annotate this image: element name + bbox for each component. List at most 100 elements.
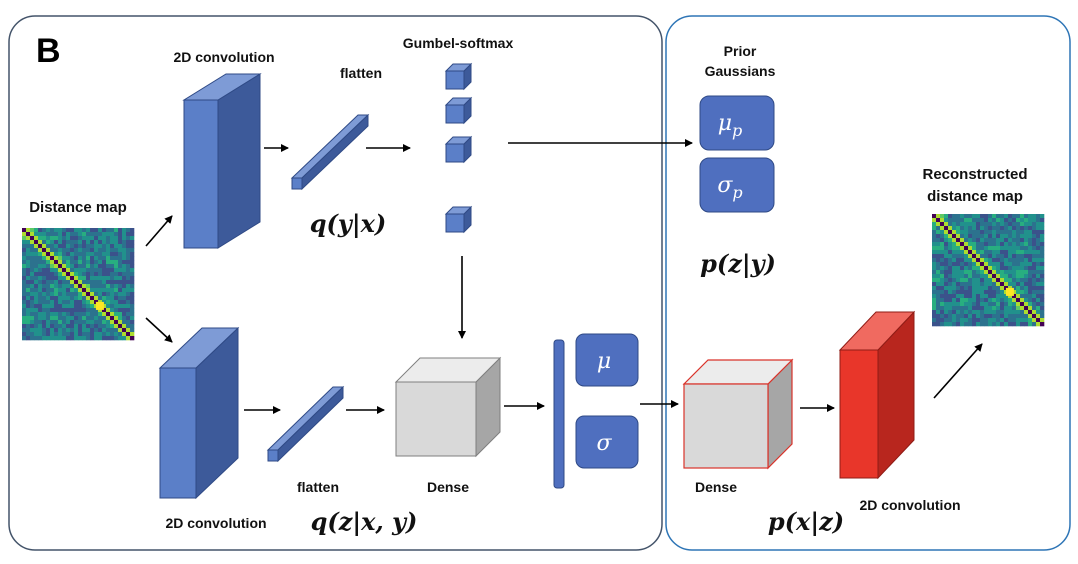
heatmap-cell	[1000, 274, 1005, 279]
heatmap-cell	[940, 322, 945, 327]
heatmap-cell	[106, 300, 111, 305]
heatmap-cell	[996, 266, 1001, 271]
heatmap-cell	[944, 318, 949, 323]
heatmap-cell	[952, 318, 957, 323]
heatmap-cell	[932, 274, 937, 279]
heatmap-cell	[1024, 250, 1029, 255]
heatmap-cell	[936, 218, 941, 223]
heatmap-cell	[46, 332, 51, 337]
heatmap-cell	[1020, 242, 1025, 247]
heatmap-cell	[940, 302, 945, 307]
heatmap-cell	[130, 260, 135, 265]
heatmap-cell	[1008, 322, 1013, 327]
heatmap-cell	[936, 214, 941, 219]
heatmap-cell	[38, 276, 43, 281]
heatmap-cell	[62, 336, 67, 341]
heatmap-cell	[70, 276, 75, 281]
heatmap-cell	[130, 288, 135, 293]
heatmap-cell	[1012, 254, 1017, 259]
heatmap-cell	[988, 274, 993, 279]
heatmap-cell	[118, 328, 123, 333]
heatmap-cell	[1016, 214, 1021, 219]
heatmap-cell	[98, 244, 103, 249]
heatmap-cell	[82, 264, 87, 269]
heatmap-cell	[74, 296, 79, 301]
heatmap-cell	[948, 258, 953, 263]
heatmap-cell	[980, 242, 985, 247]
heatmap-cell	[90, 272, 95, 277]
heatmap-cell	[1020, 290, 1025, 295]
heatmap-cell	[936, 222, 941, 227]
heatmap-cell	[952, 290, 957, 295]
heatmap-cell	[940, 254, 945, 259]
heatmap-cell	[960, 238, 965, 243]
heatmap-cell	[78, 304, 83, 309]
heatmap-cell	[126, 300, 131, 305]
heatmap-cell	[1012, 278, 1017, 283]
heatmap-cell	[1004, 310, 1009, 315]
heatmap-cell	[968, 278, 973, 283]
heatmap-cell	[1020, 222, 1025, 227]
heatmap-cell	[58, 232, 63, 237]
heatmap-cell	[988, 258, 993, 263]
heatmap-cell	[102, 304, 107, 309]
heatmap-cell	[90, 288, 95, 293]
heatmap-cell	[1000, 234, 1005, 239]
heatmap-cell	[1020, 254, 1025, 259]
heatmap-cell	[948, 294, 953, 299]
heatmap-cell	[26, 328, 31, 333]
heatmap-cell	[936, 322, 941, 327]
heatmap-cell	[22, 268, 27, 273]
heatmap-cell	[936, 238, 941, 243]
heatmap-cell	[94, 284, 99, 289]
heatmap-cell	[74, 252, 79, 257]
heatmap-cell	[948, 230, 953, 235]
heatmap-cell	[940, 258, 945, 263]
heatmap-cell	[98, 232, 103, 237]
heatmap-cell	[1016, 274, 1021, 279]
heatmap-cell	[54, 240, 59, 245]
heatmap-cell	[996, 306, 1001, 311]
heatmap-cell	[956, 306, 961, 311]
heatmap-cell	[1008, 258, 1013, 263]
heatmap-cell	[1008, 294, 1013, 299]
heatmap-cell	[58, 336, 63, 341]
heatmap-cell	[1016, 314, 1021, 319]
heatmap-cell	[964, 298, 969, 303]
heatmap-cell	[62, 244, 67, 249]
heatmap-cell	[1004, 270, 1009, 275]
heatmap-cell	[126, 320, 131, 325]
heatmap-cell	[30, 332, 35, 337]
heatmap-cell	[82, 300, 87, 305]
heatmap-cell	[70, 336, 75, 341]
heatmap-cell	[1012, 214, 1017, 219]
heatmap-cell	[944, 234, 949, 239]
heatmap-cell	[126, 296, 131, 301]
heatmap-cell	[1008, 246, 1013, 251]
heatmap-cell	[34, 240, 39, 245]
heatmap-cell	[1020, 314, 1025, 319]
heatmap-cell	[936, 274, 941, 279]
heatmap-cell	[976, 286, 981, 291]
heatmap-cell	[940, 226, 945, 231]
heatmap-cell	[976, 238, 981, 243]
heatmap-cell	[26, 236, 31, 241]
heatmap-cell	[58, 276, 63, 281]
heatmap-cell	[26, 272, 31, 277]
heatmap-cell	[86, 232, 91, 237]
heatmap-cell	[956, 322, 961, 327]
heatmap-cell	[50, 248, 55, 253]
heatmap-cell	[86, 236, 91, 241]
heatmap-cell	[964, 250, 969, 255]
heatmap-cell	[130, 292, 135, 297]
heatmap-cell	[102, 264, 107, 269]
gumbel-cube	[445, 70, 465, 90]
heatmap-cell	[122, 316, 127, 321]
heatmap-cell	[106, 292, 111, 297]
heatmap-cell	[1000, 322, 1005, 327]
heatmap-cell	[94, 260, 99, 265]
mu-symbol: μ	[597, 349, 611, 374]
heatmap-cell	[972, 294, 977, 299]
heatmap-cell	[106, 244, 111, 249]
heatmap-cell	[94, 336, 99, 341]
